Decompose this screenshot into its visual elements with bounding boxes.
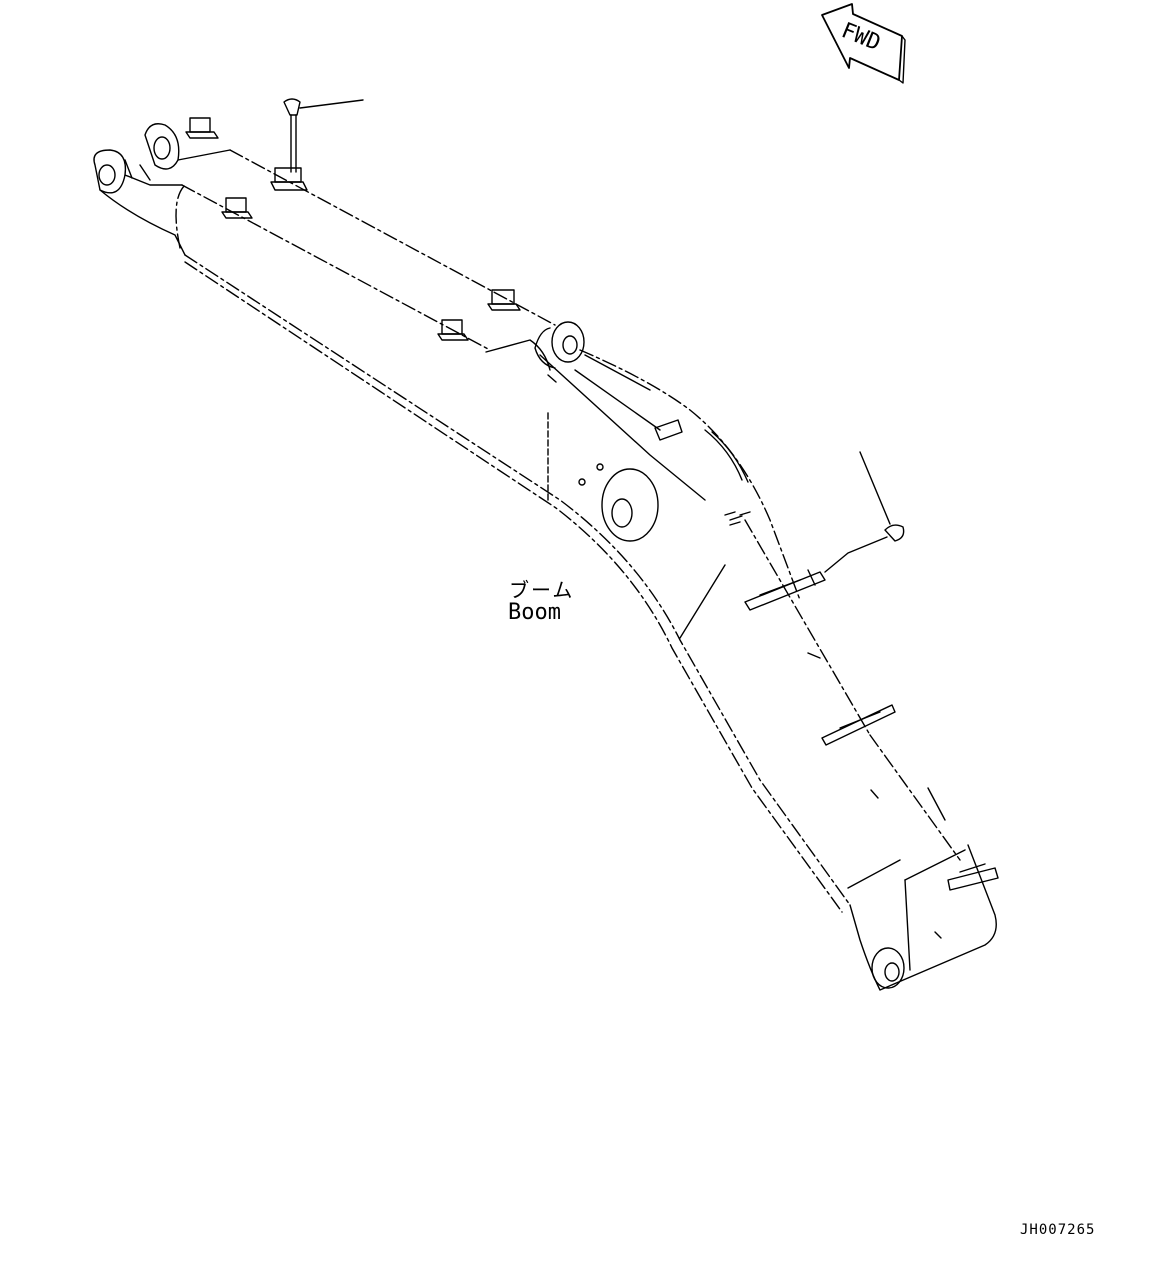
boom-foot-boss <box>485 321 749 542</box>
boom-mid-plates <box>679 536 966 889</box>
boom-label-english: Boom <box>508 600 561 625</box>
grease-fitting-top <box>283 98 364 173</box>
drawing-id: JH007265 <box>1020 1222 1096 1238</box>
boom-bottom-edge <box>175 184 851 913</box>
top-brackets <box>221 167 751 521</box>
boom-label-japanese: ブーム <box>509 578 575 602</box>
fwd-arrow-icon: FWD <box>821 3 906 84</box>
boom-top-edge <box>181 149 961 861</box>
grease-fitting-right <box>859 451 905 542</box>
boom-tip <box>93 117 231 256</box>
boom-arm-end <box>849 844 999 991</box>
